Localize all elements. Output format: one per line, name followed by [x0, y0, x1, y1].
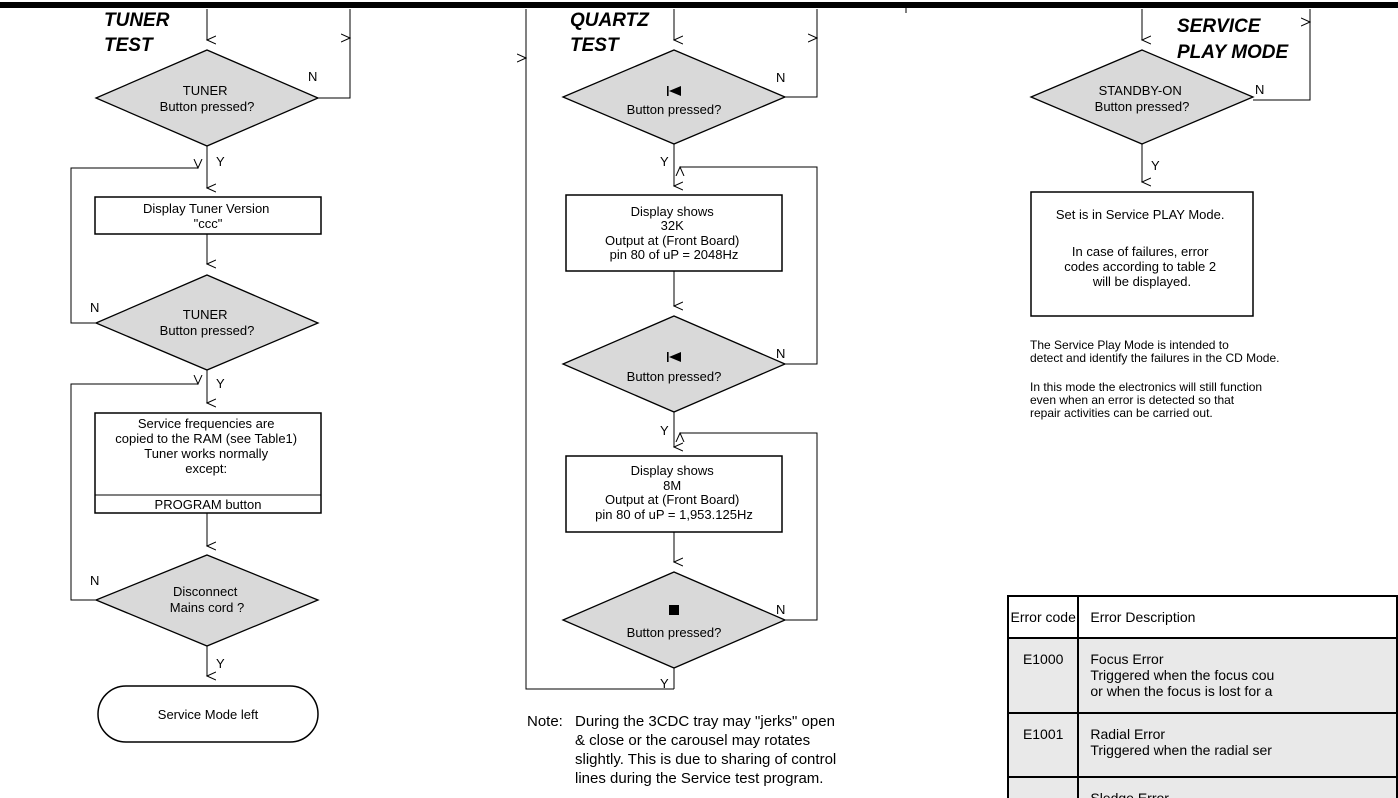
tuner-decision-3-label: Disconnect Mains cord ?: [170, 584, 244, 615]
svg-text:N: N: [308, 69, 317, 84]
tuner-box-1-label: Display Tuner Version "ccc": [143, 201, 273, 231]
quartz-title: QUARTZ TEST: [570, 10, 654, 56]
quartz-box-2: [565, 455, 783, 533]
svg-text:Y: Y: [660, 676, 669, 691]
header-error-description: Error Description: [1077, 595, 1398, 639]
tuner-title: TUNER TEST: [104, 10, 175, 56]
svg-text:Y: Y: [216, 376, 225, 391]
service-paragraph-2: In this mode the electronics will still …: [1030, 380, 1263, 420]
skip-back-icon: [667, 352, 681, 362]
table-row: E1000 Focus Error Triggered when the foc…: [1006, 637, 1398, 714]
svg-text:Y: Y: [216, 154, 225, 169]
stop-icon: [669, 605, 679, 615]
svg-text:Y: Y: [1151, 158, 1160, 173]
service-paragraph-1: The Service Play Mode is intended to det…: [1030, 338, 1280, 365]
service-title: SERVICE PLAY MODE: [1177, 16, 1290, 63]
svg-text:Y: Y: [660, 154, 669, 169]
skip-back-icon: [667, 86, 681, 96]
svg-text:Button pressed?: Button pressed?: [627, 102, 722, 117]
tuner-box-1: [94, 196, 322, 235]
svg-text:N: N: [776, 602, 785, 617]
note-line: lines during the Service test program.: [575, 770, 824, 787]
quartz-box-1-label: Display shows 32K Output at (Front Board…: [605, 204, 743, 262]
tuner-end-label: Service Mode left: [158, 707, 259, 722]
svg-text:Button pressed?: Button pressed?: [627, 369, 722, 384]
error-table: Error code Error Description E1000 Focus…: [1006, 595, 1398, 798]
table-row: Sledge Error: [1006, 776, 1398, 798]
quartz-box-1: [565, 194, 783, 272]
tuner-box-2-label: Service frequencies are copied to the RA…: [115, 416, 301, 512]
svg-text:N: N: [776, 70, 785, 85]
service-box-1-label: Set is in Service PLAY Mode. In case of …: [1056, 207, 1228, 289]
table-header-row: Error code Error Description: [1006, 595, 1398, 639]
service-box-1: [1030, 191, 1254, 317]
svg-text:N: N: [1255, 82, 1264, 97]
table-row: E1001 Radial Error Triggered when the ra…: [1006, 712, 1398, 778]
quartz-test-flow: QUARTZ TEST Button pressed? N Y Display …: [526, 9, 817, 691]
svg-text:N: N: [776, 346, 785, 361]
svg-text:Y: Y: [660, 423, 669, 438]
tuner-test-flow: TUNER TEST TUNER Button pressed? N Y Dis…: [70, 9, 350, 743]
tuner-end: [97, 685, 319, 743]
svg-text:Button pressed?: Button pressed?: [627, 625, 722, 640]
svg-text:Y: Y: [216, 656, 225, 671]
note-line: During the 3CDC tray may "jerks" open: [575, 713, 835, 730]
tuner-box-2: [94, 412, 322, 514]
note-line: & close or the carousel may rotates: [575, 732, 811, 749]
tuner-decision-2-label: TUNER Button pressed?: [160, 307, 255, 338]
service-decision-1-label: STANDBY-ON Button pressed?: [1095, 83, 1190, 114]
svg-text:N: N: [90, 300, 99, 315]
header-error-code: Error code: [1006, 595, 1080, 639]
quartz-box-2-label: Display shows 8M Output at (Front Board)…: [595, 463, 753, 522]
service-play-flow: SERVICE PLAY MODE STANDBY-ON Button pres…: [1029, 9, 1310, 317]
tuner-decision-1-label: TUNER Button pressed?: [160, 83, 255, 114]
note-line: slightly. This is due to sharing of cont…: [575, 751, 837, 768]
svg-text:N: N: [90, 573, 99, 588]
